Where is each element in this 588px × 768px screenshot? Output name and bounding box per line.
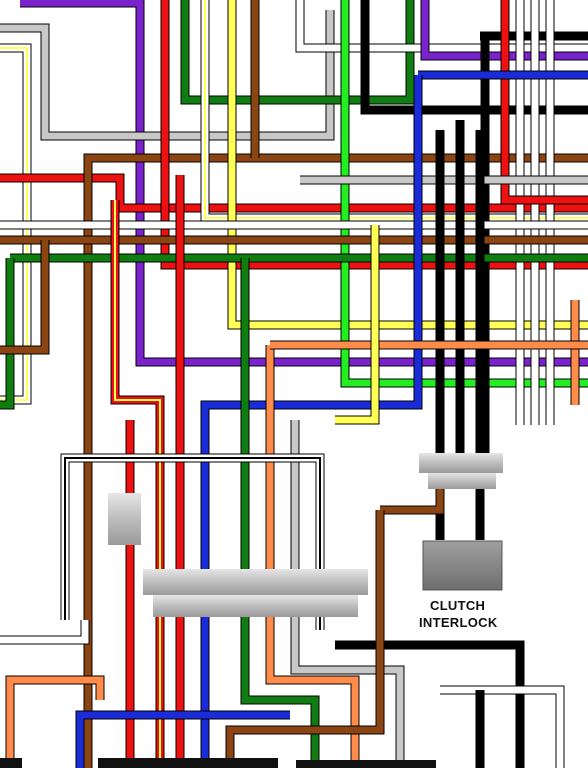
wire-purple-top [20, 0, 588, 367]
clutch-interlock-switch [422, 540, 503, 591]
wire-white-black-box [60, 453, 325, 630]
wire-yellow-c [335, 225, 380, 425]
wire-white-c [295, 0, 588, 53]
wire-brown-left [0, 240, 50, 355]
clutch-interlock-label-2: INTERLOCK [419, 615, 498, 630]
wire-orange-left [5, 675, 105, 768]
wire-blue-c [75, 710, 290, 768]
bottom-connector-mid [98, 758, 278, 768]
wire-red-right [500, 0, 588, 205]
left-bullet-connector [108, 493, 141, 545]
bottom-connector-left [0, 758, 22, 768]
wire-black-top [360, 0, 588, 115]
wire-black-right-bottom [335, 640, 525, 768]
wire-gray-top [0, 10, 335, 141]
wire-gray-b [290, 420, 405, 768]
loom-connector [143, 569, 368, 617]
clutch-interlock-connector [419, 453, 503, 489]
wire-white-lower [0, 620, 90, 645]
wire-brown-e [225, 510, 385, 768]
wire-yellow-b [227, 0, 588, 330]
wire-light-green [340, 0, 588, 388]
clutch-interlock-label: CLUTCH [430, 598, 486, 613]
bottom-connector-right [296, 760, 436, 768]
wire-dark-green-left [0, 258, 15, 410]
wire-orange-mid [265, 345, 360, 768]
wire-red-upper [0, 173, 588, 213]
wire-red-a [160, 0, 588, 270]
